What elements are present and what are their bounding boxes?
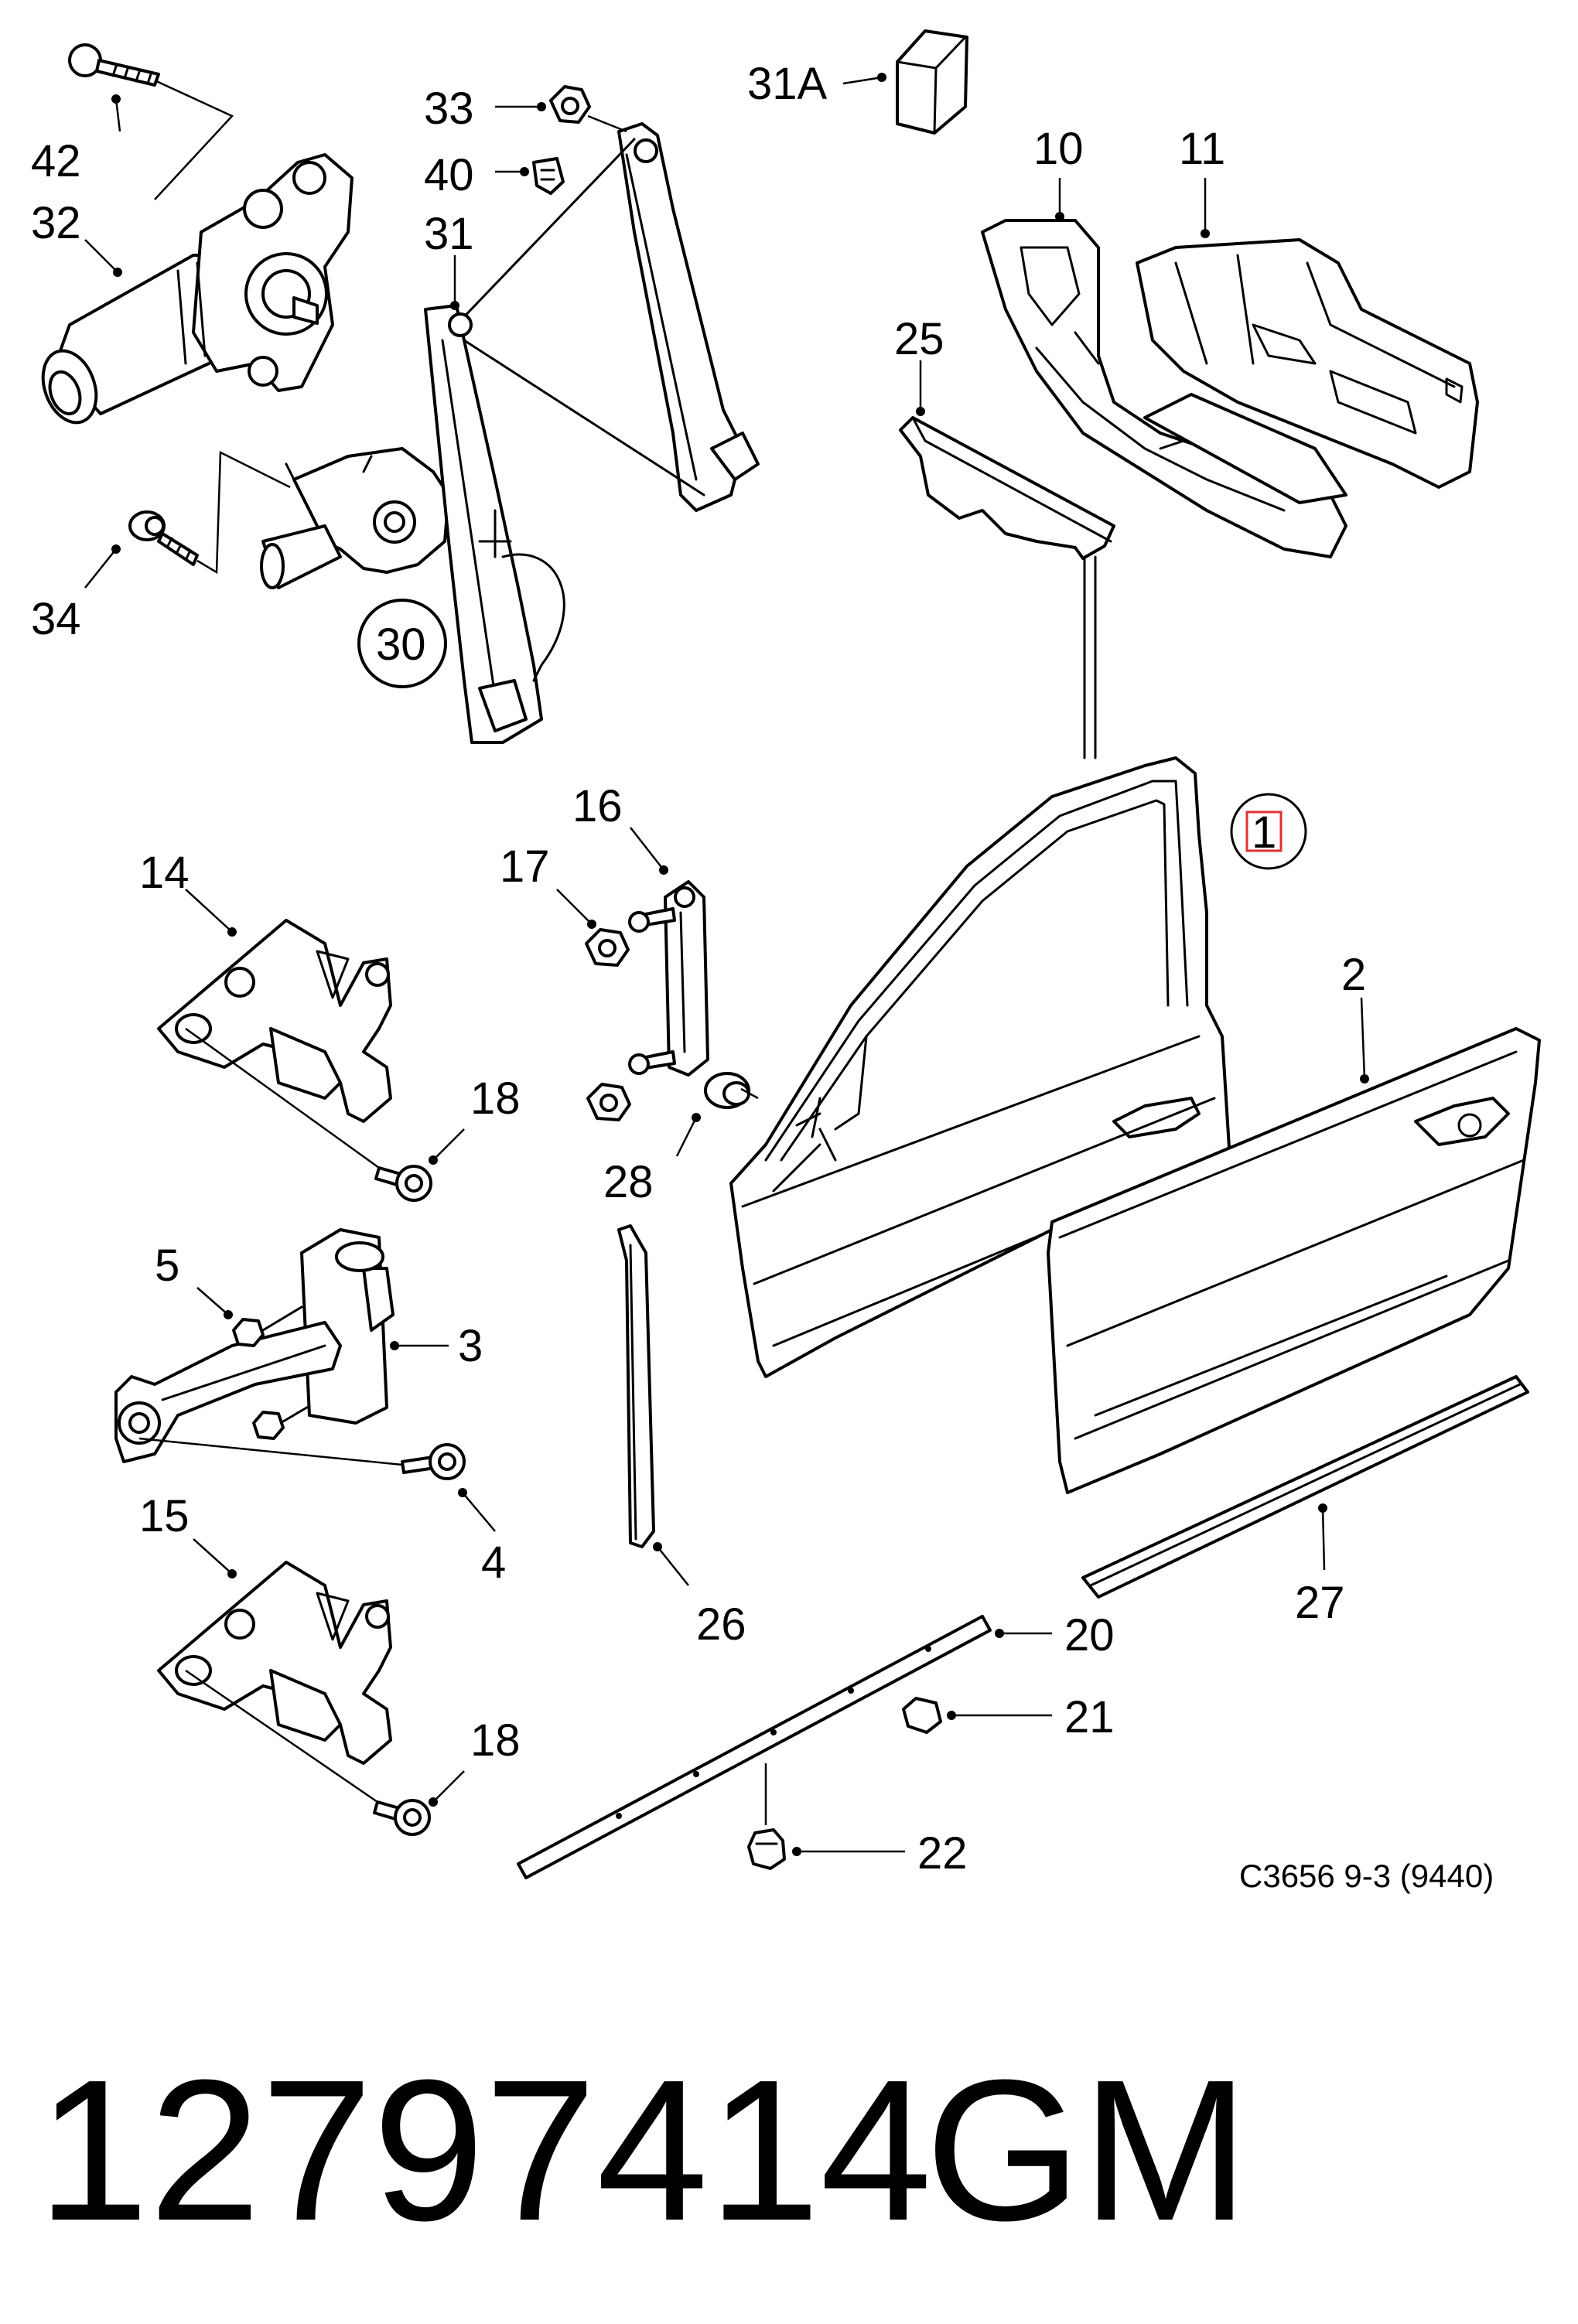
callout-21: 21 — [1064, 1692, 1115, 1742]
callout-30: 30 — [376, 619, 426, 670]
callout-25: 25 — [894, 314, 944, 364]
part-17-nut — [585, 928, 630, 967]
part-16-check-link — [628, 880, 709, 1077]
leader-32 — [84, 239, 118, 273]
callout-4: 4 — [481, 1537, 506, 1588]
part-17-nut-lower — [586, 1083, 631, 1121]
callout-18-lower: 18 — [470, 1715, 521, 1766]
part-18-bolt-lower — [373, 1799, 431, 1836]
callout-40: 40 — [424, 150, 474, 200]
part-3-door-check — [114, 1228, 394, 1463]
part-27-sill-moulding — [1081, 1375, 1529, 1599]
part-11-trim-panel — [1136, 238, 1479, 489]
part-34-screw — [128, 510, 199, 566]
callout-16: 16 — [572, 781, 623, 831]
callout-3: 3 — [458, 1321, 483, 1371]
part-18-bolt-upper — [374, 1165, 432, 1202]
part-15-lower-hinge — [157, 1561, 392, 1765]
leader-42-label — [114, 98, 121, 132]
callout-17: 17 — [500, 841, 550, 892]
callout-15: 15 — [139, 1491, 190, 1541]
callout-18-upper: 18 — [470, 1073, 521, 1124]
callout-28: 28 — [603, 1157, 654, 1207]
part-31-window-regulator — [424, 122, 760, 744]
callout-32: 32 — [31, 198, 81, 248]
part-25-trim-strip — [899, 416, 1115, 560]
part-14-upper-hinge — [157, 919, 392, 1123]
callout-1-highlighted: 1 — [1230, 793, 1307, 870]
part-10-inner-panel — [981, 219, 1347, 558]
callout-31: 31 — [424, 209, 474, 259]
callout-27: 27 — [1295, 1578, 1345, 1628]
drawing-code: C3656 9-3 (9440) — [1239, 1858, 1494, 1894]
part-21-clip — [902, 1697, 942, 1734]
callout-26: 26 — [696, 1599, 746, 1650]
part-4-bolt — [401, 1443, 466, 1480]
callout-5: 5 — [155, 1240, 179, 1291]
part-42-bolt — [68, 43, 160, 87]
part-26-seal-strip — [617, 1224, 655, 1548]
part-40-clip — [532, 157, 565, 195]
part-28-grommet — [704, 1072, 750, 1109]
callout-20: 20 — [1064, 1610, 1115, 1660]
callout-22: 22 — [917, 1828, 968, 1879]
leader-34 — [196, 451, 291, 575]
callout-34: 34 — [31, 594, 81, 644]
part-33-nut — [549, 85, 591, 124]
leader-42 — [154, 79, 234, 200]
callout-2: 2 — [1341, 950, 1366, 1000]
callout-42: 42 — [31, 136, 81, 186]
part-20-lower-rail — [517, 1615, 992, 1879]
brand-label: GM — [925, 2039, 1249, 2263]
callout-31a: 31A — [747, 59, 828, 109]
callout-14: 14 — [139, 848, 190, 898]
callout-1: 1 — [1252, 807, 1276, 858]
callout-33: 33 — [424, 84, 474, 134]
part-31a-block — [896, 29, 968, 135]
part-22-clip — [747, 1828, 786, 1870]
callout-30-circle — [357, 599, 447, 688]
part-1-door-shell — [729, 756, 1231, 1378]
callout-11: 11 — [1179, 124, 1225, 174]
part-32-window-motor — [41, 153, 354, 425]
callout-10: 10 — [1033, 124, 1084, 174]
part-number: 12797414 — [37, 2039, 932, 2263]
part-2-outer-door-skin — [1047, 1027, 1541, 1494]
part-30-regulator-motor — [260, 447, 450, 589]
part-5-nut — [232, 1305, 311, 1440]
